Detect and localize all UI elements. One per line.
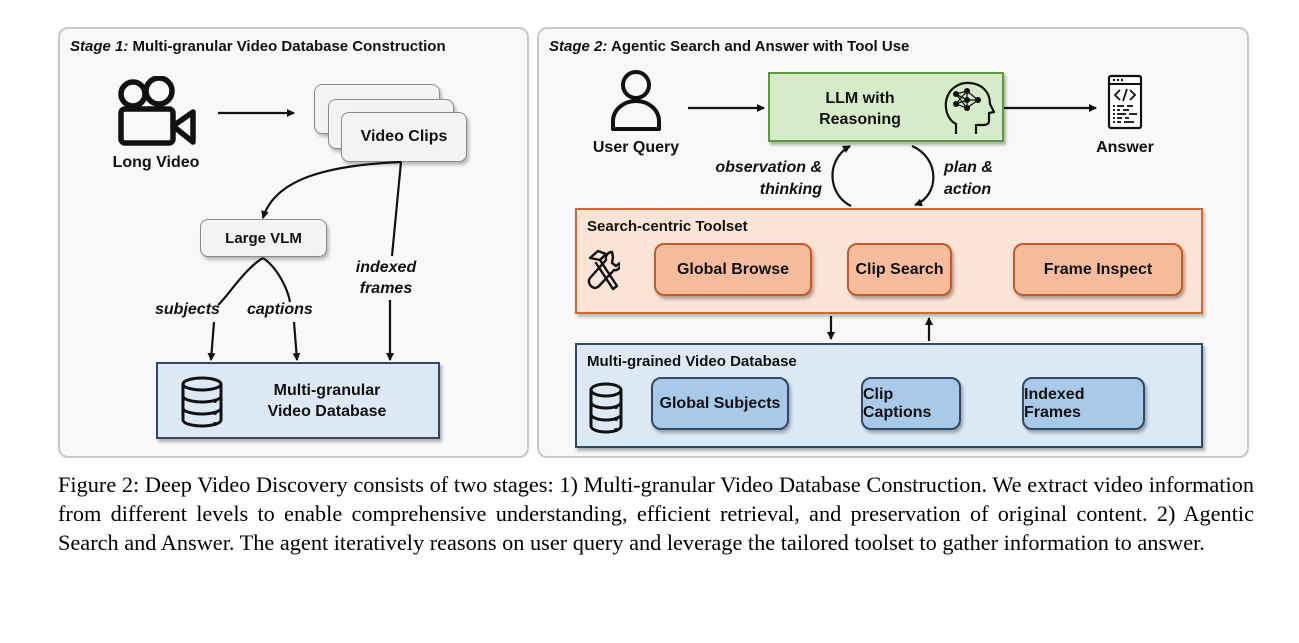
db-global-subjects: Global Subjects — [651, 377, 789, 430]
video-clips-box: Video Clips — [341, 112, 467, 162]
tool-frame-inspect: Frame Inspect — [1013, 243, 1183, 296]
multi-grained-database-box: Multi-grained Video Database Global Subj… — [575, 343, 1203, 448]
indexed-frames-edge-label: indexed frames — [350, 257, 422, 299]
stage1-database-box: Multi-granular Video Database — [156, 362, 440, 439]
observation-label-line2: thinking — [759, 181, 822, 198]
stage1-database-label: Multi-granular Video Database — [242, 380, 412, 422]
database-icon — [181, 376, 223, 428]
stage1-database-line2: Video Database — [267, 403, 387, 420]
observation-thinking-label: observation & thinking — [690, 157, 822, 201]
tools-icon — [587, 249, 620, 291]
observation-label-line1: observation & — [715, 159, 822, 176]
plan-action-label: plan & action — [944, 157, 993, 201]
tool-clip-search: Clip Search — [847, 243, 952, 296]
answer-label: Answer — [1096, 139, 1154, 156]
video-camera-icon — [118, 76, 196, 146]
figure-caption: Figure 2: Deep Video Discovery consists … — [58, 472, 1254, 555]
indexed-frames-line2: frames — [359, 280, 413, 297]
subjects-edge-label: subjects — [155, 301, 220, 318]
stage1-title: Stage 1: Multi-granular Video Database C… — [70, 38, 446, 55]
user-icon — [611, 70, 661, 131]
code-document-icon — [1107, 74, 1143, 130]
captions-edge-label: captions — [247, 301, 313, 318]
llm-label-line2: Reasoning — [819, 111, 901, 128]
indexed-frames-line1: indexed — [355, 259, 417, 276]
stage1-title-text: Multi-granular Video Database Constructi… — [132, 38, 446, 55]
llm-reasoning-box: LLM with Reasoning — [768, 72, 1004, 142]
stage2-title-prefix: Stage 2: — [549, 38, 608, 55]
database-title: Multi-grained Video Database — [587, 353, 797, 370]
large-vlm-box: Large VLM — [200, 219, 327, 257]
db-clip-captions: Clip Captions — [861, 377, 961, 430]
database-icon — [589, 382, 623, 434]
tool-global-browse: Global Browse — [654, 243, 812, 296]
brain-head-icon — [944, 81, 996, 134]
llm-label: LLM with Reasoning — [800, 88, 920, 130]
llm-label-line1: LLM with — [825, 90, 895, 107]
toolset-title: Search-centric Toolset — [587, 218, 748, 235]
plan-label-line1: plan & — [944, 159, 993, 176]
stage2-title: Stage 2: Agentic Search and Answer with … — [549, 38, 909, 55]
stage1-database-line1: Multi-granular — [273, 382, 381, 399]
stage1-title-prefix: Stage 1: — [70, 38, 129, 55]
plan-label-line2: action — [944, 181, 992, 198]
db-indexed-frames: Indexed Frames — [1022, 377, 1145, 430]
search-toolset-box: Search-centric Toolset Global Browse Cli… — [575, 208, 1203, 314]
user-query-label: User Query — [592, 139, 680, 156]
stage2-title-text: Agentic Search and Answer with Tool Use — [610, 38, 910, 55]
long-video-label: Long Video — [112, 154, 200, 171]
